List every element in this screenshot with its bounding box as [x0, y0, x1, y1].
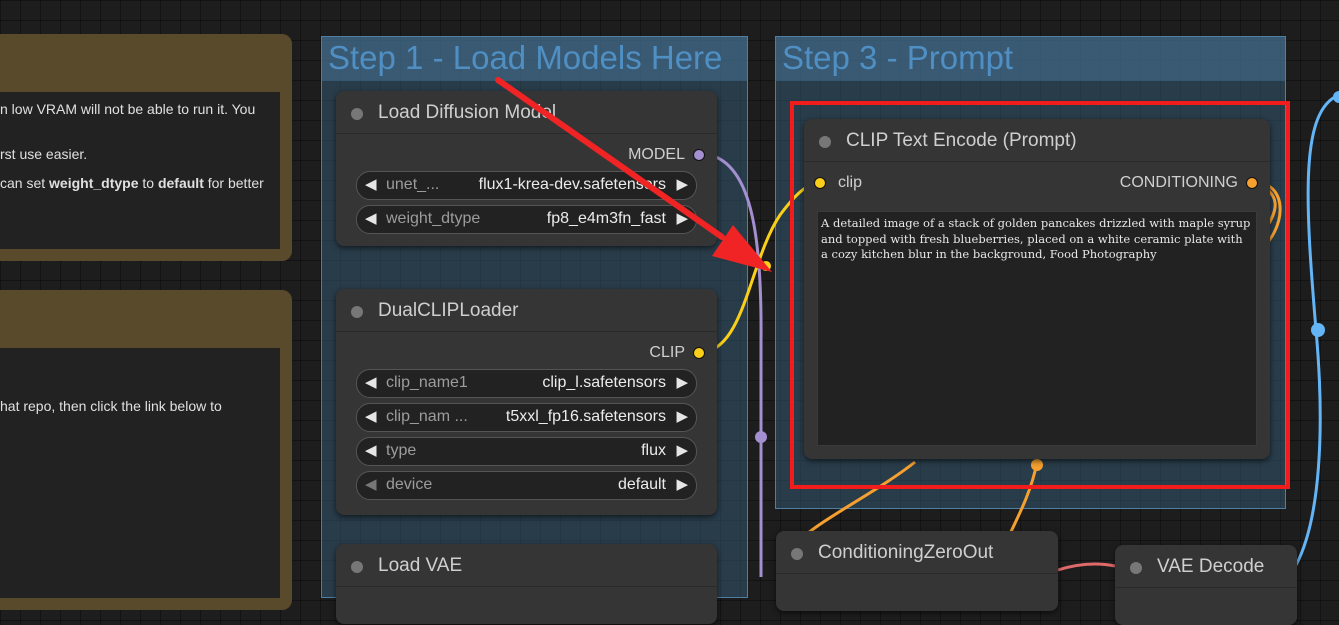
- arrow-right-icon[interactable]: ▶: [676, 210, 688, 227]
- output-slot-model[interactable]: MODEL: [628, 146, 705, 164]
- widget-value: default: [617, 476, 666, 493]
- collapse-dot-icon[interactable]: [351, 108, 363, 120]
- output-slot-clip[interactable]: CLIP: [649, 344, 705, 362]
- note-line: can set weight_dtype to default for bett…: [0, 175, 264, 191]
- widget-weight-dtype[interactable]: ◀ weight_dtype fp8_e4m3fn_fast ▶: [356, 205, 697, 234]
- node-title: CLIP Text Encode (Prompt): [846, 130, 1077, 151]
- widget-type[interactable]: ◀ type flux ▶: [356, 437, 697, 466]
- widget-device[interactable]: ◀ device default ▶: [356, 471, 697, 500]
- collapse-dot-icon[interactable]: [351, 561, 363, 573]
- clip-link: [704, 181, 816, 354]
- arrow-left-icon[interactable]: ◀: [365, 210, 377, 227]
- node-title-bar[interactable]: Load Diffusion Model: [336, 91, 717, 134]
- note-line: n low VRAM will not be able to run it. Y…: [0, 101, 256, 117]
- arrow-left-icon[interactable]: ◀: [365, 176, 377, 193]
- vae-link: [1057, 562, 1116, 572]
- widget-value: fp8_e4m3fn_fast: [546, 210, 666, 227]
- arrow-right-icon[interactable]: ▶: [676, 374, 688, 391]
- widget-label: type: [386, 442, 417, 459]
- arrow-left-icon[interactable]: ◀: [365, 442, 377, 459]
- model-slot-dot-icon[interactable]: [693, 148, 705, 161]
- input-label: clip: [838, 174, 863, 191]
- widget-value: t5xxl_fp16.safetensors: [505, 408, 666, 425]
- group-header[interactable]: [776, 37, 1285, 81]
- note-line: rst use easier.: [0, 146, 88, 162]
- node-links: [704, 91, 1339, 577]
- arrow-left-icon[interactable]: ◀: [365, 374, 377, 391]
- highlight-box: [790, 101, 1290, 489]
- conditioning-slot-dot-icon[interactable]: [1246, 176, 1258, 189]
- link-midpoint: [755, 431, 767, 443]
- output-label: CONDITIONING: [1119, 174, 1238, 191]
- link-midpoint: [1311, 323, 1325, 337]
- node-title-bar[interactable]: CLIP Text Encode (Prompt): [804, 119, 1270, 162]
- note-text-area[interactable]: hat repo, then click the link below to: [0, 348, 280, 598]
- widget-label: clip_nam ...: [386, 408, 468, 425]
- note-line: hat repo, then click the link below to: [0, 398, 222, 414]
- widget-unet-name[interactable]: ◀ unet_... flux1-krea-dev.safetensors ▶: [356, 171, 697, 200]
- link-midpoint: [1333, 91, 1339, 103]
- note-node-1[interactable]: n low VRAM will not be able to run it. Y…: [0, 34, 292, 261]
- node-title: ConditioningZeroOut: [818, 542, 994, 563]
- arrow-head-icon: [712, 225, 772, 272]
- widget-label: unet_...: [386, 176, 440, 193]
- group-header[interactable]: [322, 37, 747, 81]
- widget-label: device: [386, 476, 433, 493]
- link-midpoint: [1031, 459, 1043, 471]
- collapse-dot-icon[interactable]: [819, 136, 831, 148]
- clip-slot-dot-icon[interactable]: [693, 346, 705, 359]
- clip-input-dot-icon[interactable]: [814, 176, 826, 189]
- collapse-dot-icon[interactable]: [791, 548, 803, 560]
- note-text-area[interactable]: n low VRAM will not be able to run it. Y…: [0, 92, 280, 249]
- node-title-bar[interactable]: DualCLIPLoader: [336, 289, 717, 332]
- note-node-2[interactable]: hat repo, then click the link below to: [0, 290, 292, 610]
- arrow-right-icon[interactable]: ▶: [676, 176, 688, 193]
- widget-value: clip_l.safetensors: [542, 374, 666, 391]
- prompt-textarea[interactable]: A detailed image of a stack of golden pa…: [817, 211, 1257, 446]
- node-load-diffusion-model[interactable]: Load Diffusion Model MODEL ◀ unet_... fl…: [336, 91, 717, 246]
- group-title: Step 3 - Prompt: [782, 39, 1014, 76]
- widget-clip-name1[interactable]: ◀ clip_name1 clip_l.safetensors ▶: [356, 369, 697, 398]
- widget-label: clip_name1: [386, 374, 468, 391]
- widget-value: flux1-krea-dev.safetensors: [478, 176, 666, 193]
- node-title-bar[interactable]: ConditioningZeroOut: [776, 531, 1058, 574]
- arrow-left-icon[interactable]: ◀: [365, 476, 377, 493]
- model-link: [704, 152, 763, 577]
- output-slot-conditioning[interactable]: CONDITIONING: [1120, 174, 1258, 192]
- collapse-dot-icon[interactable]: [1130, 562, 1142, 574]
- annotation-arrow: [495, 77, 772, 272]
- arrow-right-icon[interactable]: ▶: [676, 442, 688, 459]
- output-label: MODEL: [628, 146, 685, 163]
- arrow-right-icon[interactable]: ▶: [676, 408, 688, 425]
- node-clip-text-encode[interactable]: CLIP Text Encode (Prompt) clip CONDITION…: [804, 119, 1270, 459]
- node-title: Load VAE: [378, 555, 463, 576]
- input-slot-clip[interactable]: clip: [814, 174, 862, 192]
- arrow-right-icon[interactable]: ▶: [676, 476, 688, 493]
- widget-label: weight_dtype: [386, 210, 481, 227]
- node-dual-clip-loader[interactable]: DualCLIPLoader CLIP ◀ clip_name1 clip_l.…: [336, 289, 717, 515]
- node-title: VAE Decode: [1157, 556, 1265, 577]
- group-title: Step 1 - Load Models Here: [328, 39, 723, 76]
- output-label: CLIP: [649, 344, 685, 361]
- collapse-dot-icon[interactable]: [351, 306, 363, 318]
- arrow-left-icon[interactable]: ◀: [365, 408, 377, 425]
- node-title: Load Diffusion Model: [378, 102, 557, 123]
- node-title: DualCLIPLoader: [378, 300, 519, 321]
- widget-clip-name2[interactable]: ◀ clip_nam ... t5xxl_fp16.safetensors ▶: [356, 403, 697, 432]
- widget-value: flux: [641, 442, 666, 459]
